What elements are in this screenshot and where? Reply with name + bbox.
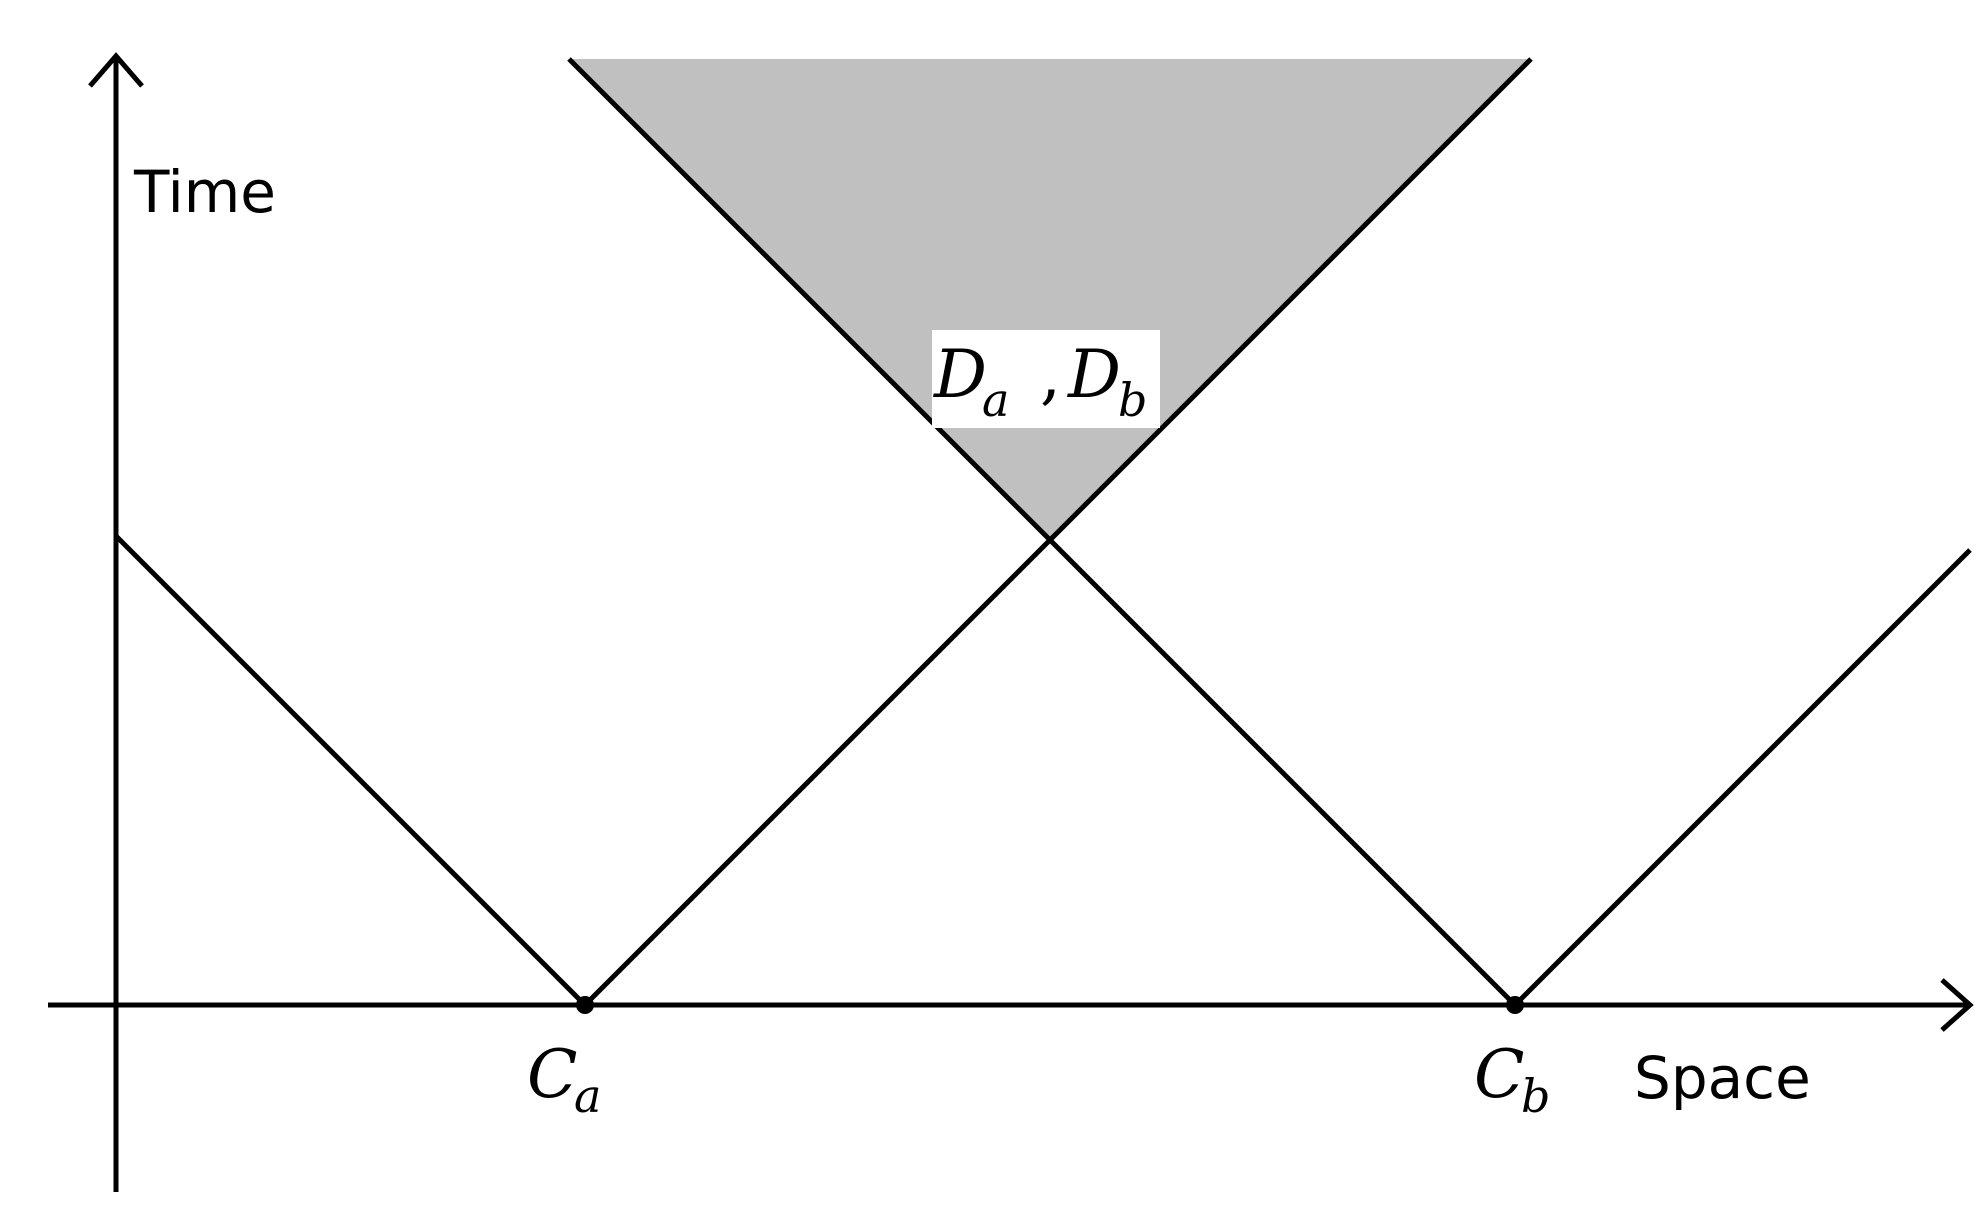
light-cone-ca-left [114, 534, 587, 1007]
event-label-ca-main: C [527, 1036, 578, 1113]
space-axis-label: Space [1634, 1044, 1811, 1112]
event-point-ca [576, 996, 594, 1014]
overlap-region [568, 59, 1528, 539]
intersection-label-background [932, 330, 1160, 428]
event-label-ca-subscript: a [574, 1069, 601, 1123]
intersection-label-da-main: D [933, 336, 987, 413]
time-axis-arrowhead [88, 52, 144, 88]
intersection-label-db-subscript: b [1118, 373, 1147, 427]
event-label-cb-subscript: b [1521, 1069, 1550, 1123]
intersection-label-db-main: D [1067, 336, 1121, 413]
event-label-ca: C a [527, 1036, 601, 1123]
intersection-label-da-subscript: a [982, 373, 1009, 427]
event-label-cb: C b [1474, 1036, 1550, 1123]
time-axis-label: Time [133, 158, 276, 226]
space-axis-arrowhead [1940, 978, 1974, 1032]
light-cone-ca-right [583, 57, 1533, 1007]
event-point-cb [1506, 996, 1524, 1014]
light-cone-cb-right [1513, 548, 1972, 1007]
intersection-label: D a , D b [933, 336, 1147, 427]
light-cone-cb-left [567, 57, 1517, 1007]
intersection-label-separator: , [1040, 336, 1061, 413]
event-label-cb-main: C [1474, 1036, 1525, 1113]
